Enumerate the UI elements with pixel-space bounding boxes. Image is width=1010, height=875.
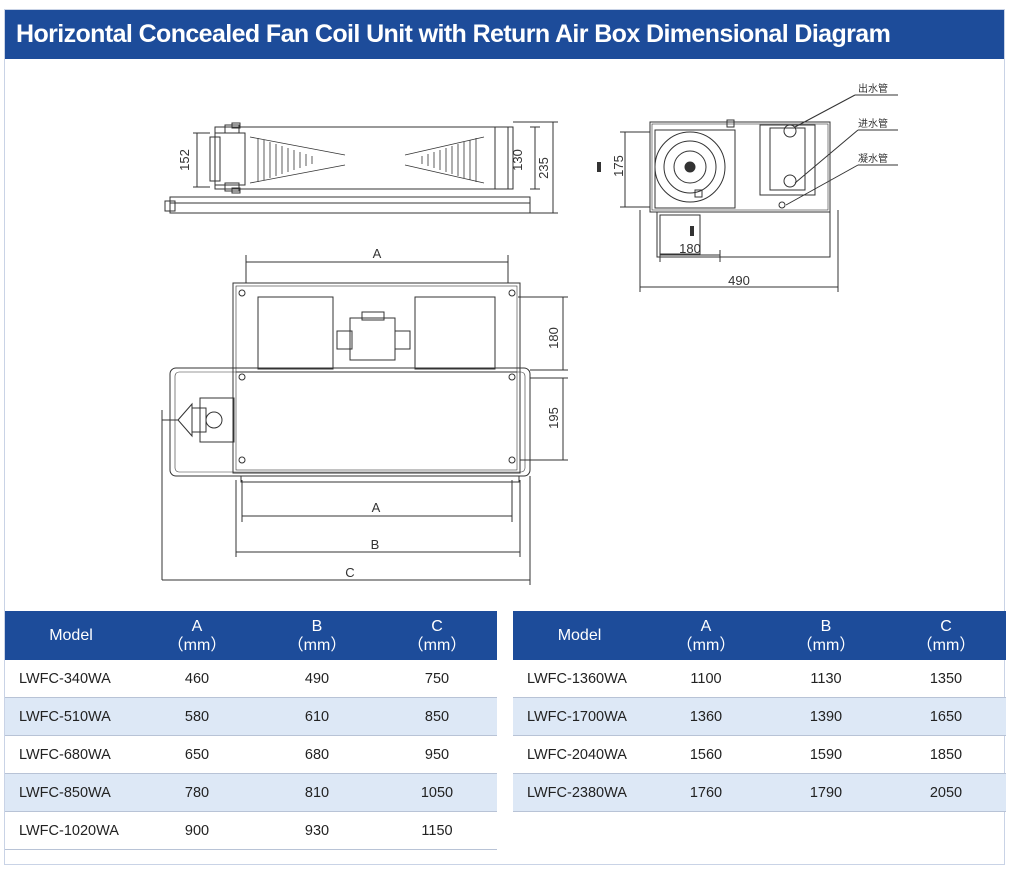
table-row: LWFC-510WA 580 610 850 bbox=[5, 697, 497, 736]
cell-c: 2050 bbox=[886, 773, 1006, 812]
header-b: B （mm） bbox=[257, 611, 377, 660]
dim-180-side: 180 bbox=[679, 241, 701, 256]
cell-b: 1790 bbox=[766, 773, 886, 812]
header-a-unit: （mm） bbox=[167, 636, 227, 654]
spec-table-right: Model A （mm） B （mm） C （mm） LWFC-1360WA 1… bbox=[513, 611, 1006, 812]
cell-b: 490 bbox=[257, 660, 377, 698]
dim-195: 195 bbox=[546, 407, 561, 429]
table-row: LWFC-1700WA 1360 1390 1650 bbox=[513, 697, 1006, 736]
cell-model: LWFC-2380WA bbox=[513, 773, 646, 812]
cell-model: LWFC-2040WA bbox=[513, 735, 646, 774]
cell-a: 580 bbox=[137, 697, 257, 736]
header-c: C （mm） bbox=[377, 611, 497, 660]
dim-130: 130 bbox=[510, 149, 525, 171]
cell-model: LWFC-850WA bbox=[5, 773, 137, 812]
dim-175: 175 bbox=[611, 155, 626, 177]
header-a: A （mm） bbox=[646, 611, 766, 660]
cell-a: 780 bbox=[137, 773, 257, 812]
table-row: LWFC-340WA 460 490 750 bbox=[5, 660, 497, 698]
header-c-unit: （mm） bbox=[916, 636, 976, 654]
cell-a: 650 bbox=[137, 735, 257, 774]
table-row: LWFC-850WA 780 810 1050 bbox=[5, 773, 497, 812]
header-b-label: B bbox=[820, 617, 832, 635]
cell-a: 1100 bbox=[646, 660, 766, 698]
cell-a: 1760 bbox=[646, 773, 766, 812]
table-row: LWFC-2380WA 1760 1790 2050 bbox=[513, 773, 1006, 812]
spec-table-left: Model A （mm） B （mm） C （mm） LWFC-340WA 46… bbox=[5, 611, 497, 850]
cell-b: 610 bbox=[257, 697, 377, 736]
dimensional-diagram: 152 130 235 bbox=[161, 82, 898, 585]
header-b-unit: （mm） bbox=[287, 636, 347, 654]
cell-a: 1560 bbox=[646, 735, 766, 774]
cell-model: LWFC-510WA bbox=[5, 697, 137, 736]
table-header-row: Model A （mm） B （mm） C （mm） bbox=[5, 611, 497, 660]
header-a: A （mm） bbox=[137, 611, 257, 660]
cell-model: LWFC-1360WA bbox=[513, 660, 646, 698]
cell-model: LWFC-1020WA bbox=[5, 811, 137, 850]
end-view bbox=[597, 94, 898, 292]
header-c-label: C bbox=[940, 617, 952, 635]
header-b-unit: （mm） bbox=[796, 636, 856, 654]
cell-b: 930 bbox=[257, 811, 377, 850]
page-title: Horizontal Concealed Fan Coil Unit with … bbox=[16, 20, 891, 48]
cell-model: LWFC-1700WA bbox=[513, 697, 646, 736]
cell-c: 1350 bbox=[886, 660, 1006, 698]
dim-180-right: 180 bbox=[546, 327, 561, 349]
cell-model: LWFC-340WA bbox=[5, 660, 137, 698]
table-row: LWFC-2040WA 1560 1590 1850 bbox=[513, 735, 1006, 774]
cell-b: 810 bbox=[257, 773, 377, 812]
table-row: LWFC-1360WA 1100 1130 1350 bbox=[513, 660, 1006, 698]
header-model: Model bbox=[5, 611, 137, 660]
cell-c: 950 bbox=[377, 735, 497, 774]
header-model: Model bbox=[513, 611, 646, 660]
label-inlet-pipe: 进水管 bbox=[858, 117, 888, 130]
cell-c: 1050 bbox=[377, 773, 497, 812]
dim-152: 152 bbox=[177, 149, 192, 171]
side-view bbox=[164, 121, 558, 214]
table-row: LWFC-680WA 650 680 950 bbox=[5, 735, 497, 774]
table-row: LWFC-1020WA 900 930 1150 bbox=[5, 811, 497, 850]
table-header-row: Model A （mm） B （mm） C （mm） bbox=[513, 611, 1006, 660]
title-bar: Horizontal Concealed Fan Coil Unit with … bbox=[5, 10, 1004, 59]
dim-c: C bbox=[345, 565, 354, 580]
label-drain-pipe: 凝水管 bbox=[858, 152, 888, 165]
cell-a: 460 bbox=[137, 660, 257, 698]
cell-model: LWFC-680WA bbox=[5, 735, 137, 774]
dim-a-bottom: A bbox=[372, 500, 381, 515]
header-b-label: B bbox=[311, 617, 323, 635]
cell-b: 1130 bbox=[766, 660, 886, 698]
cell-c: 850 bbox=[377, 697, 497, 736]
header-c-label: C bbox=[431, 617, 443, 635]
header-a-label: A bbox=[191, 617, 203, 635]
cell-c: 1650 bbox=[886, 697, 1006, 736]
dim-490: 490 bbox=[728, 273, 750, 288]
cell-c: 1850 bbox=[886, 735, 1006, 774]
plan-view bbox=[161, 255, 568, 585]
header-c: C （mm） bbox=[886, 611, 1006, 660]
cell-a: 900 bbox=[137, 811, 257, 850]
header-a-label: A bbox=[700, 617, 712, 635]
header-a-unit: （mm） bbox=[676, 636, 736, 654]
label-outlet-pipe: 出水管 bbox=[858, 82, 888, 95]
cell-a: 1360 bbox=[646, 697, 766, 736]
cell-b: 1390 bbox=[766, 697, 886, 736]
cell-b: 1590 bbox=[766, 735, 886, 774]
dim-a-top: A bbox=[373, 246, 382, 261]
cell-b: 680 bbox=[257, 735, 377, 774]
cell-c: 750 bbox=[377, 660, 497, 698]
dim-b: B bbox=[371, 537, 380, 552]
dim-235: 235 bbox=[536, 157, 551, 179]
header-c-unit: （mm） bbox=[407, 636, 467, 654]
header-b: B （mm） bbox=[766, 611, 886, 660]
cell-c: 1150 bbox=[377, 811, 497, 850]
